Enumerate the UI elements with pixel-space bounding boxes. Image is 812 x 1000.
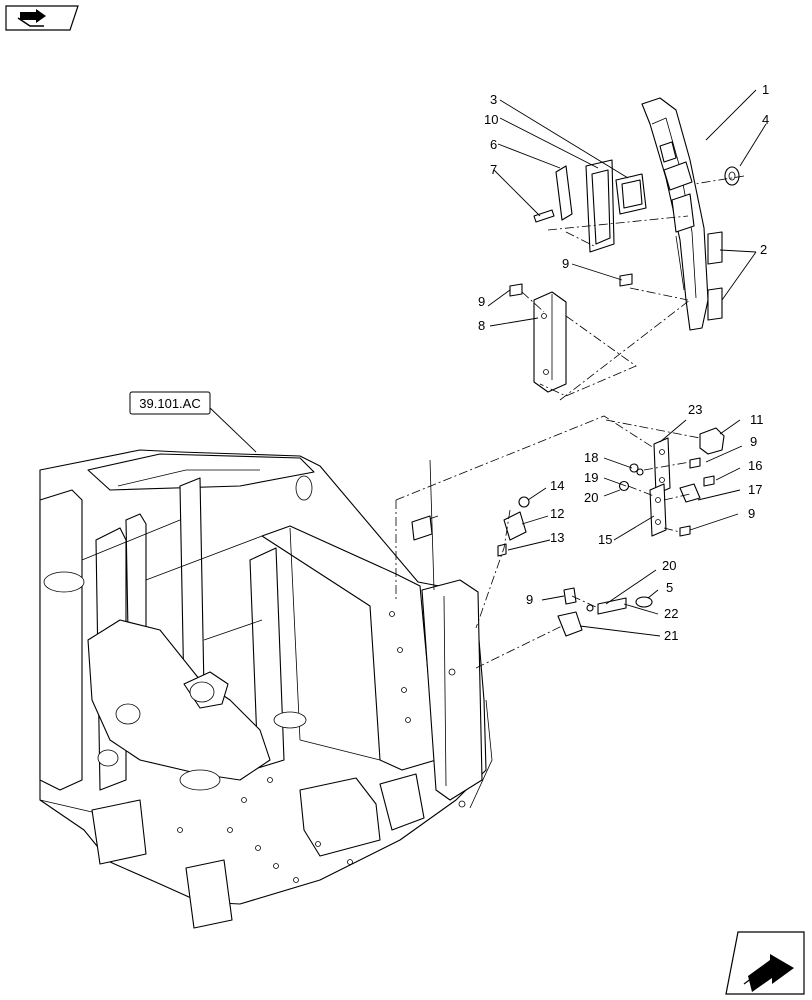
- part-number-9-d: 9: [748, 506, 755, 521]
- part-number-4: 4: [762, 112, 769, 127]
- part-number-1: 1: [762, 82, 769, 97]
- part-number-20-b: 20: [662, 558, 676, 573]
- book-arrow-icon[interactable]: [5, 5, 79, 31]
- part-number-2: 2: [760, 242, 767, 257]
- part-number-9-b: 9: [478, 294, 485, 309]
- part-number-7: 7: [490, 162, 497, 177]
- part-number-17: 17: [748, 482, 762, 497]
- pad-part: [555, 165, 573, 221]
- part-number-9-a: 9: [562, 256, 569, 271]
- part-number-3: 3: [490, 92, 497, 107]
- part-number-9-c: 9: [750, 434, 757, 449]
- part-number-18: 18: [584, 450, 598, 465]
- part-number-11: 11: [750, 412, 764, 427]
- part-number-16: 16: [748, 458, 762, 473]
- part-number-20-a: 20: [584, 490, 598, 505]
- switch-bracket-part: [585, 159, 647, 253]
- part-number-21: 21: [664, 628, 678, 643]
- upper-structure-frame: [39, 449, 493, 929]
- upper-dash-lines: [521, 175, 745, 401]
- part-number-15: 15: [598, 532, 612, 547]
- reference-label-text[interactable]: 39.101.AC: [139, 396, 200, 411]
- part-number-23: 23: [688, 402, 702, 417]
- console-cover-part: [641, 97, 723, 331]
- bolt-9-upper: [509, 273, 633, 297]
- part-number-9-e: 9: [526, 592, 533, 607]
- clip-12-13: [497, 511, 527, 557]
- clip-part: [533, 209, 555, 223]
- bracket-8-part: [533, 291, 567, 393]
- bracket-17: [679, 483, 701, 503]
- part-number-12: 12: [550, 506, 564, 521]
- part-number-13: 13: [550, 530, 564, 545]
- bracket-21-assembly: [557, 587, 653, 637]
- lower-dash-lines: [395, 415, 701, 669]
- fastener-4: [724, 166, 740, 186]
- next-page-arrow-icon[interactable]: [725, 931, 805, 995]
- part-number-8: 8: [478, 318, 485, 333]
- small-bolts: [518, 457, 715, 537]
- part-number-labels: 1 4 2 3 10 6 7 9 9 8 23 11 9 16 17 9 18 …: [478, 82, 769, 643]
- leader-lines: [207, 89, 767, 637]
- connector-11: [699, 427, 725, 455]
- part-number-10: 10: [484, 112, 498, 127]
- right-bracket-15: [649, 483, 667, 537]
- right-bracket-23: [653, 437, 671, 495]
- part-number-14: 14: [550, 478, 564, 493]
- part-number-6: 6: [490, 137, 497, 152]
- section-reference-label[interactable]: 39.101.AC: [129, 391, 211, 415]
- part-number-5: 5: [666, 580, 673, 595]
- part-number-22: 22: [664, 606, 678, 621]
- part-number-19: 19: [584, 470, 598, 485]
